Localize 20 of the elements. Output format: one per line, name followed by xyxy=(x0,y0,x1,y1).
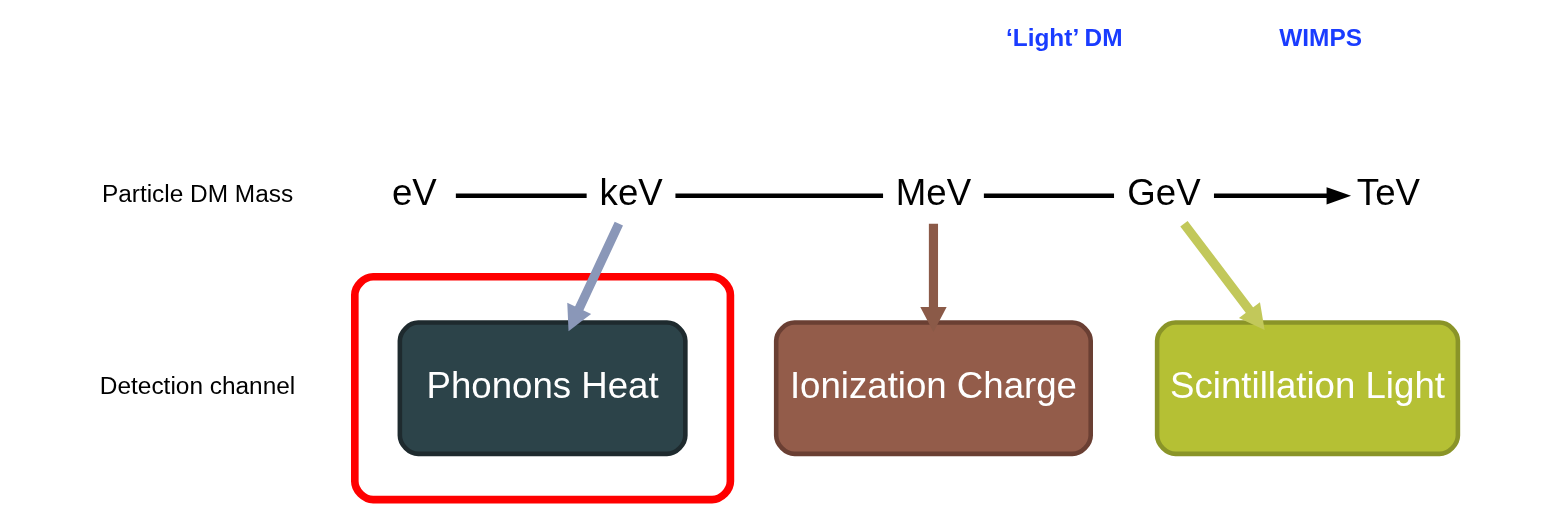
node-text: keV xyxy=(599,172,663,214)
node-text: MeV xyxy=(895,172,972,214)
label: WIMPS xyxy=(1279,23,1362,51)
arrow xyxy=(920,223,947,333)
cluster xyxy=(351,272,735,504)
arrow xyxy=(567,221,623,332)
node-box: Ionization Charge xyxy=(773,320,1093,457)
label: ‘Light’ DM xyxy=(1005,23,1123,51)
connector xyxy=(455,193,587,199)
node-text: eV xyxy=(391,172,437,214)
node-text: GeV xyxy=(1127,172,1201,214)
connector xyxy=(675,193,884,199)
arrow xyxy=(1180,220,1265,331)
label: Particle DM Mass xyxy=(101,179,294,207)
node-box: Phonons Heat xyxy=(397,320,688,457)
node-box: Scintillation Light xyxy=(1154,320,1461,457)
label: Detection channel xyxy=(99,372,296,399)
node-text: TeV xyxy=(1356,172,1420,214)
arrow xyxy=(1213,187,1352,205)
connector xyxy=(983,193,1115,199)
